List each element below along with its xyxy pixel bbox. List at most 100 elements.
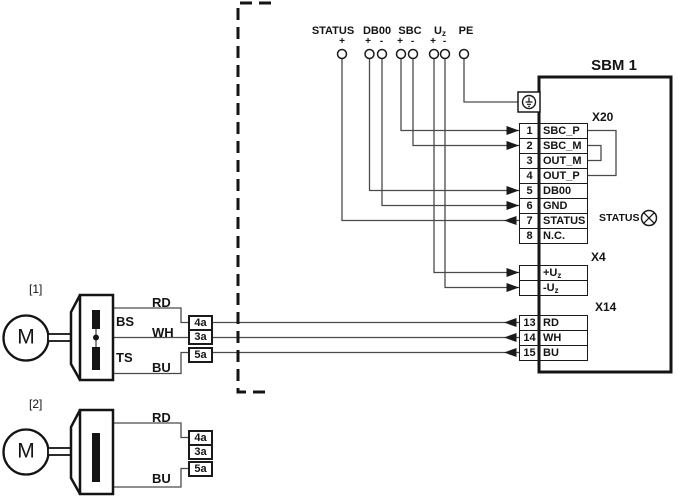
arrow-into-pin1 bbox=[506, 126, 519, 135]
connector-label-x4: X4 bbox=[591, 250, 606, 264]
terminal-sbc-minus-icon bbox=[407, 48, 419, 60]
polarity-sbc-plus: + bbox=[397, 36, 403, 47]
motor2-terminal-block-5a: 5a bbox=[188, 461, 213, 477]
pin-number: 2 bbox=[520, 139, 540, 153]
terminal-db00-plus-icon bbox=[364, 48, 375, 60]
pin-name: N.C. bbox=[543, 230, 565, 242]
motor2-terminal-4a: 4a bbox=[188, 430, 213, 446]
arrow-out-x14-rd bbox=[504, 318, 517, 327]
arrow-out-x14-wh bbox=[504, 333, 517, 342]
pin-number: 14 bbox=[520, 331, 540, 345]
terminal-uz-plus-icon bbox=[428, 48, 440, 60]
x4-row-minus: -Uz bbox=[519, 280, 588, 296]
motor2-wire-label-bu: BU bbox=[152, 471, 171, 486]
motor1-terminal-3a: 3a bbox=[188, 329, 213, 345]
pin-number: 5 bbox=[520, 184, 540, 198]
motor1-coil-label-ts: TS bbox=[116, 350, 133, 365]
terminal-group-label-status: STATUS bbox=[312, 25, 354, 37]
pin-name: BU bbox=[543, 347, 559, 359]
protective-earth-icon bbox=[517, 91, 541, 113]
motor1-junction-dot bbox=[93, 334, 99, 341]
terminal-label-subscript: z bbox=[441, 29, 446, 38]
wire-sbc-minus bbox=[412, 58, 519, 147]
jumper-sbcm-outm bbox=[588, 144, 602, 162]
motor2-terminal-3a: 3a bbox=[188, 444, 213, 460]
pin-name-text: +U bbox=[543, 267, 558, 279]
pin-name-subscript: z bbox=[557, 271, 562, 280]
motor2-terminal-5a: 5a bbox=[188, 461, 213, 477]
motor2-graphics bbox=[2, 408, 115, 496]
pin-name: GND bbox=[543, 200, 568, 212]
motor1-coil-ts bbox=[92, 347, 100, 370]
wire-uz-plus bbox=[433, 58, 519, 274]
pin-name: OUT_M bbox=[543, 155, 582, 167]
pin-number: 6 bbox=[520, 199, 540, 213]
status-lamp-icon bbox=[640, 209, 658, 227]
wire-pe bbox=[463, 58, 518, 103]
x4-row-plus: +Uz bbox=[519, 265, 588, 281]
pin-name: SBC_P bbox=[543, 125, 580, 137]
motor1-letter: M bbox=[17, 325, 35, 349]
terminal-group-label-db00: DB00 bbox=[363, 25, 391, 37]
cabinet-boundary-dashed bbox=[236, 1, 271, 394]
pin-number bbox=[520, 266, 540, 280]
pin-number bbox=[520, 281, 540, 295]
arrow-into-pin5 bbox=[506, 186, 519, 195]
terminal-uz-minus-icon bbox=[439, 48, 451, 60]
polarity-uz-plus: + bbox=[430, 36, 436, 47]
connector-label-x20: X20 bbox=[592, 110, 614, 124]
motor1-wire-label-rd: RD bbox=[152, 295, 171, 310]
motor1-ref: [1] bbox=[29, 282, 43, 296]
motor2-coil bbox=[92, 433, 100, 482]
jumper-sbcp-outp bbox=[588, 129, 617, 177]
connector-label-x14: X14 bbox=[595, 300, 617, 314]
pin-name: STATUS bbox=[543, 215, 586, 227]
pin-name: SBC_M bbox=[543, 140, 582, 152]
wire-db00-plus bbox=[368, 58, 519, 192]
pin-name: +Uz bbox=[540, 266, 587, 280]
module-title: SBM 1 bbox=[591, 57, 637, 74]
pin-name-subscript: z bbox=[554, 286, 559, 295]
wire-db00-minus bbox=[381, 58, 519, 207]
arrowheads bbox=[504, 126, 519, 357]
terminal-db00-minus-icon bbox=[376, 48, 388, 60]
motor1-wire-label-wh: WH bbox=[152, 325, 174, 340]
polarity-db00-plus: + bbox=[365, 36, 371, 47]
motor1-shaft bbox=[47, 333, 72, 342]
motor2-terminal-block: 4a 3a bbox=[188, 430, 213, 460]
motor2-endbell bbox=[69, 409, 82, 495]
motor1-endbell bbox=[69, 294, 82, 381]
motor2-wire-label-rd: RD bbox=[152, 410, 171, 425]
wire-status bbox=[341, 58, 519, 222]
pin-number: 7 bbox=[520, 214, 540, 228]
terminal-status-plus-icon bbox=[336, 48, 348, 60]
motor1-wire-label-bu: BU bbox=[152, 360, 171, 375]
pin-number: 13 bbox=[520, 316, 540, 330]
terminal-label-text: SBC bbox=[398, 25, 422, 37]
pin-number: 15 bbox=[520, 346, 540, 360]
connector-x4: +Uz -Uz bbox=[519, 265, 588, 296]
pin-number: 3 bbox=[520, 154, 540, 168]
terminal-group-label-uz: Uz bbox=[434, 25, 446, 38]
header-terminal-circles bbox=[336, 48, 470, 60]
status-lamp-label: STATUS bbox=[599, 212, 640, 224]
pin-name: WH bbox=[543, 332, 562, 344]
arrow-into-uz-minus bbox=[506, 283, 519, 292]
arrow-into-uz-plus bbox=[506, 268, 519, 277]
motor1-coil-bs bbox=[92, 310, 100, 329]
pin-name: DB00 bbox=[543, 185, 572, 197]
terminal-sbc-plus-icon bbox=[395, 48, 407, 60]
motor1-terminal-5a: 5a bbox=[188, 347, 213, 363]
